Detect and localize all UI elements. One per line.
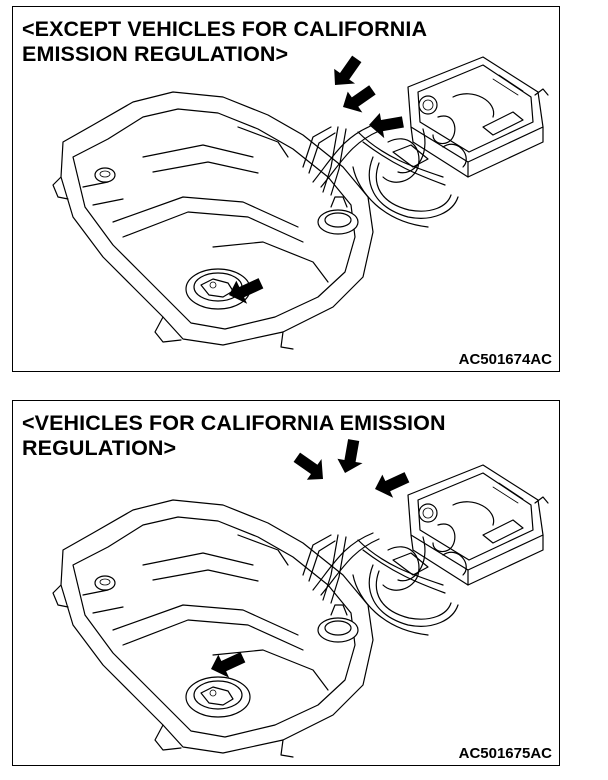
pointer-arrow [374,464,413,502]
pointer-arrow [342,81,378,115]
figure-title: <EXCEPT VEHICLES FOR CALIFORNIA EMISSION… [22,17,428,66]
figure-panel-except-california: <EXCEPT VEHICLES FOR CALIFORNIA EMISSION… [12,6,560,372]
figure-code: AC501675AC [458,745,552,762]
figure-code: AC501674AC [458,351,552,368]
figure-title: <VEHICLES FOR CALIFORNIA EMISSION REGULA… [22,411,446,460]
pointer-arrow [367,103,409,144]
figure-panel-california: <VEHICLES FOR CALIFORNIA EMISSION REGULA… [12,400,560,766]
